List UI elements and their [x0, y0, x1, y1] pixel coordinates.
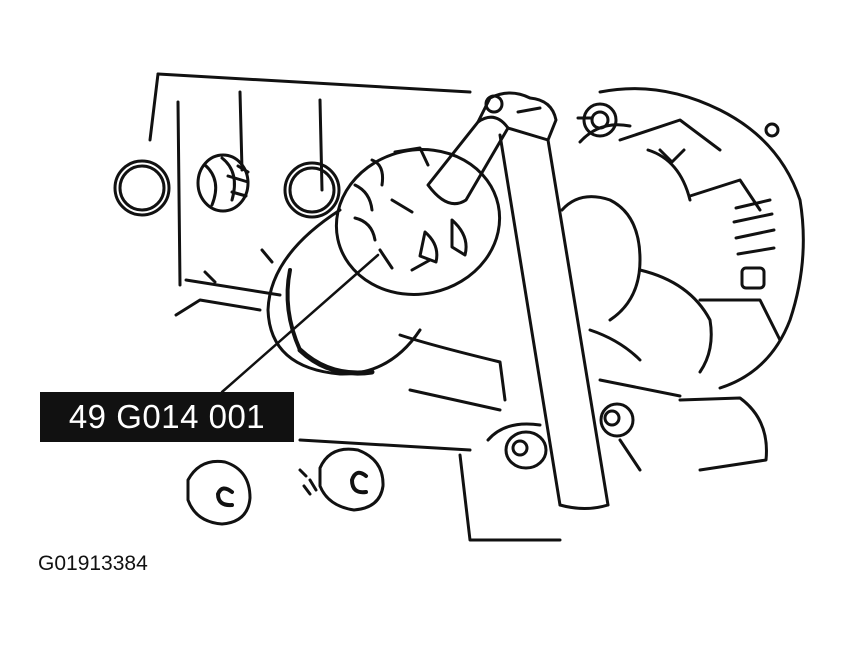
- tool-number-callout: 49 G014 001: [40, 392, 294, 442]
- lower-boss-right: [318, 447, 385, 512]
- callout-leader-line: [220, 253, 380, 394]
- oil-filter: [266, 146, 502, 376]
- wrench-handle-left-edge: [498, 133, 562, 507]
- figure-id-label: G01913384: [38, 552, 148, 575]
- oil-filter-body: [266, 208, 422, 376]
- alternator-mount-bracket: [486, 396, 768, 472]
- lower-boss-left: [186, 459, 252, 526]
- lower-bolt-bosses: [186, 447, 385, 526]
- block-bolt-lower: [504, 430, 548, 470]
- boss-left-inner: [118, 164, 166, 212]
- boss-right-outer: [283, 161, 341, 219]
- wrench-swivel-joint: [476, 91, 558, 142]
- plug-center-thread: [203, 163, 218, 207]
- oil-filter-end-cap: [334, 148, 502, 296]
- boss-right-inner: [288, 166, 336, 214]
- boss-left-outer: [113, 159, 171, 217]
- socket-wrench: [426, 91, 610, 510]
- upper-bolt-bosses: [113, 153, 341, 219]
- engine-block-outline: [148, 72, 562, 542]
- plug-center: [196, 153, 250, 213]
- wrench-socket-head: [426, 115, 510, 206]
- swivel-pivot: [484, 94, 504, 114]
- alternator-top-bolt: [582, 102, 618, 138]
- alternator: [560, 87, 805, 398]
- wrench-handle-right-edge: [546, 138, 610, 507]
- bracket-bolt: [599, 402, 635, 438]
- alternator-housing-outline: [598, 87, 805, 390]
